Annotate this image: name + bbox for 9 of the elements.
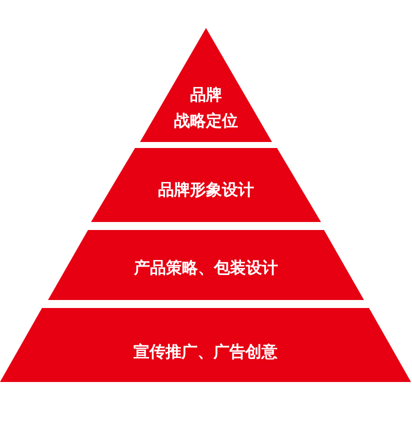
tier-label: 产品策略、包装设计 — [134, 257, 278, 279]
tier-label: 品牌形象设计 — [158, 179, 254, 201]
tier-label: 战略定位 — [174, 110, 238, 132]
tier-label: 宣传推广、广告创意 — [134, 341, 278, 363]
pyramid-tier — [0, 308, 411, 382]
tier-label: 品牌 — [190, 84, 222, 106]
pyramid-tier — [48, 230, 364, 300]
pyramid-apex — [140, 28, 272, 142]
pyramid-tier — [91, 148, 321, 222]
